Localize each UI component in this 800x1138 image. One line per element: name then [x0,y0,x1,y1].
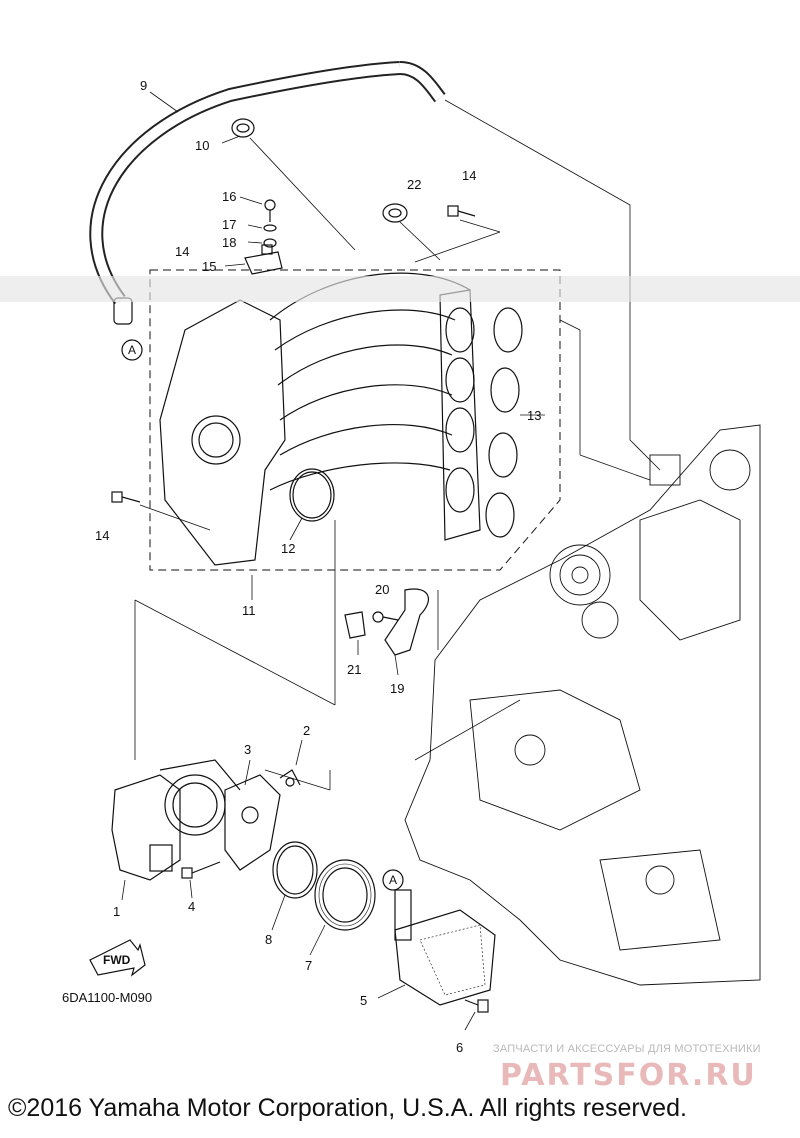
diagram-code: 6DA1100-M090 [62,990,153,1005]
manifold-gasket[interactable] [485,307,523,538]
hose-clamp-10[interactable] [231,118,255,138]
label-15: 15 [202,259,216,274]
throttle-bracket[interactable] [224,774,281,871]
bolt-14-left[interactable] [111,491,141,503]
label-22: 22 [407,177,421,192]
label-3: 3 [244,742,251,757]
part-labels: 9 10 16 17 18 15 14 22 14 13 14 12 11 20… [95,78,541,1055]
label-7: 7 [305,958,312,973]
o-ring-12[interactable] [289,468,335,522]
o-ring-8[interactable] [272,841,318,899]
label-4: 4 [188,899,195,914]
grommet-18[interactable] [263,238,277,248]
bolt-4[interactable] [181,861,221,879]
copyright-notice: ©2016 Yamaha Motor Corporation, U.S.A. A… [8,1094,687,1122]
engine-block [404,424,761,986]
fwd-arrow-icon [89,939,146,977]
label-6: 6 [456,1040,463,1055]
label-14-c: 14 [95,528,109,543]
bolt-6[interactable] [464,999,489,1013]
screw-16[interactable] [264,199,276,222]
label-10: 10 [195,138,209,153]
intake-manifold[interactable] [159,272,481,566]
throttle-body[interactable] [111,759,241,881]
label-14-a: 14 [175,244,189,259]
intake-sleeve[interactable] [314,859,376,931]
watermark-brand-logo: PARTSFOR.RU [500,1058,757,1093]
label-12: 12 [281,541,295,556]
label-9: 9 [140,78,147,93]
label-11: 11 [242,603,256,618]
label-18: 18 [222,235,236,250]
breather-hose[interactable] [89,61,446,325]
intake-pressure-sensor[interactable] [244,244,283,275]
label-5: 5 [360,993,367,1008]
bolt-14-top[interactable] [447,205,476,217]
label-13: 13 [527,408,541,423]
label-19: 19 [390,681,404,696]
callout-letter-a-top: A [128,343,136,357]
callout-circle-a-top [121,339,143,361]
label-2: 2 [303,723,310,738]
label-14-b: 14 [462,168,476,183]
bracket-19[interactable] [384,588,430,656]
callout-circle-a-bottom [382,869,404,891]
label-20: 20 [375,582,389,597]
bolt-20[interactable] [372,611,399,623]
callout-letter-a-bottom: A [389,873,397,887]
label-17: 17 [222,217,236,232]
label-1: 1 [113,904,120,919]
clip-21[interactable] [344,611,366,639]
fwd-label: FWD [103,953,131,967]
label-21: 21 [347,662,361,677]
washer-17[interactable] [263,224,277,232]
hose-clamp-22[interactable] [382,203,408,223]
intake-silencer[interactable] [394,889,496,1006]
watermark-tagline: ЗАПЧАСТИ И АКСЕССУАРЫ ДЛЯ МОТОТЕХНИКИ [493,1043,761,1055]
label-8: 8 [265,932,272,947]
label-16: 16 [222,189,236,204]
